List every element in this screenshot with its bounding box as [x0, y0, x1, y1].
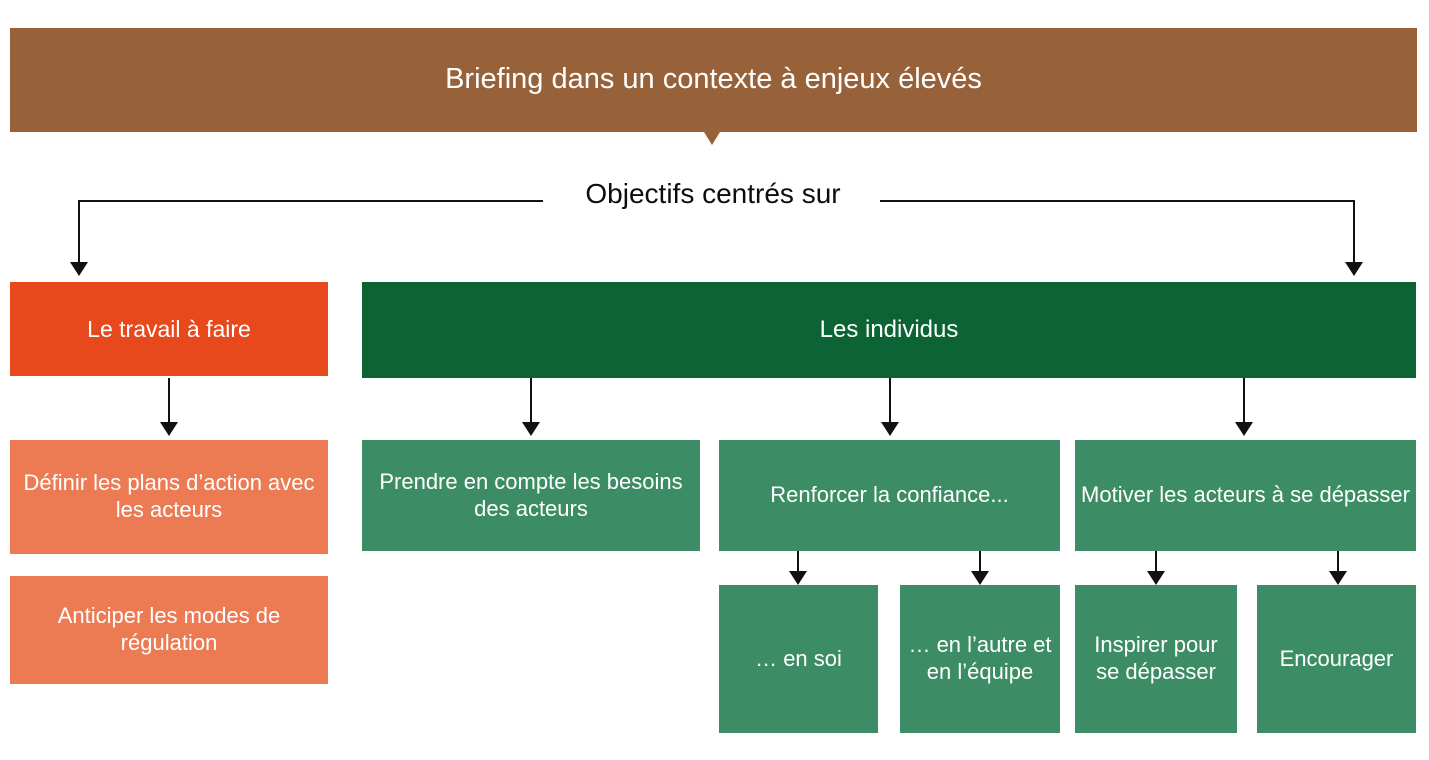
work-header-box[interactable]: Le travail à faire — [10, 282, 328, 376]
arrow-child2-to-leaf2-icon — [971, 571, 989, 585]
arrow-center-to-people-icon — [1345, 262, 1363, 276]
arrow-child3-to-leaf2-icon — [1329, 571, 1347, 585]
arrow-title-to-center-icon — [704, 132, 720, 145]
connector-center-left-horizontal — [79, 200, 543, 202]
center-label: Objectifs centrés sur — [585, 178, 841, 209]
connector-people-to-child1 — [530, 378, 532, 422]
arrow-people-to-child2-icon — [881, 422, 899, 436]
arrow-people-to-child1-icon — [522, 422, 540, 436]
connector-child2-to-leaf1 — [797, 551, 799, 571]
arrow-center-to-work-icon — [70, 262, 88, 276]
people-child-box-3[interactable]: Motiver les acteurs à se dépasser — [1075, 440, 1416, 551]
connector-work-to-child1 — [168, 378, 170, 422]
connector-people-to-child2 — [889, 378, 891, 422]
arrow-people-to-child3-icon — [1235, 422, 1253, 436]
arrow-work-to-child1-icon — [160, 422, 178, 436]
people-child-box-1[interactable]: Prendre en compte les besoins des acteur… — [362, 440, 700, 551]
connector-center-left-vertical — [78, 200, 80, 262]
people-leaf-box-encourager[interactable]: Encourager — [1257, 585, 1416, 733]
connector-people-to-child3 — [1243, 378, 1245, 422]
connector-child3-to-leaf1 — [1155, 551, 1157, 571]
work-child-box-2[interactable]: Anticiper les modes de régulation — [10, 576, 328, 684]
arrow-child3-to-leaf1-icon — [1147, 571, 1165, 585]
diagram-title-bar: Briefing dans un contexte à enjeux élevé… — [10, 28, 1417, 132]
people-child-box-2[interactable]: Renforcer la confiance... — [719, 440, 1060, 551]
people-leaf-box-en-soi[interactable]: … en soi — [719, 585, 878, 733]
work-child-box-1[interactable]: Définir les plans d’action avec les acte… — [10, 440, 328, 554]
connector-child3-to-leaf2 — [1337, 551, 1339, 571]
connector-child2-to-leaf2 — [979, 551, 981, 571]
arrow-child2-to-leaf1-icon — [789, 571, 807, 585]
people-leaf-box-en-lautre[interactable]: … en l’autre et en l’équipe — [900, 585, 1060, 733]
connector-center-right-horizontal — [880, 200, 1355, 202]
people-header-box[interactable]: Les individus — [362, 282, 1416, 378]
connector-center-right-vertical — [1353, 200, 1355, 262]
people-leaf-box-inspirer[interactable]: Inspirer pour se dépasser — [1075, 585, 1237, 733]
